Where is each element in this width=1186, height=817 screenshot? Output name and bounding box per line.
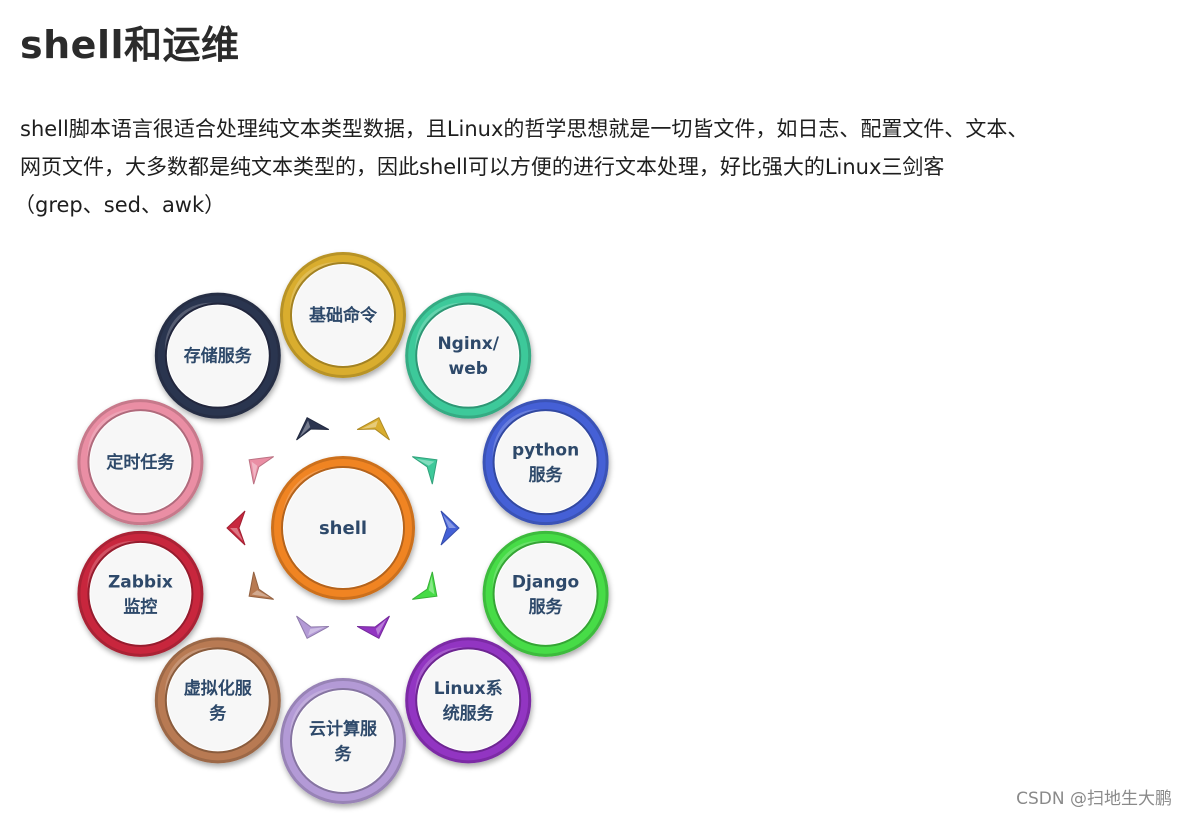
arrow-linux-system [356,615,390,640]
page-title: shell和运维 [20,23,240,67]
node-storage: 存储服务 [154,292,281,419]
node-django-label-1: Django [512,572,579,592]
node-cron: 定时任务 [77,399,204,526]
arrow-nginx-web [412,456,438,485]
node-zabbix-label-2: 监控 [123,596,157,617]
node-linux-system-label-2: 统服务 [443,703,495,724]
node-python: python 服务 [482,399,609,526]
node-virtualization-label-2: 务 [209,703,227,724]
arrow-storage [296,416,330,441]
hub-shell-label-1: shell [319,518,367,539]
paragraph-line-2: 网页文件，大多数都是纯文本类型的，因此shell可以方便的进行文本处理，好比强大… [20,155,945,179]
node-basic-commands: 基础命令 [280,252,406,378]
arrow-zabbix [226,510,246,546]
node-python-label-2: 服务 [529,465,564,486]
node-cloud-label-2: 务 [335,744,353,765]
node-zabbix-label-1: Zabbix [108,572,173,592]
ops-diagram: shell 基础命令 Nginx/web python 服务 Django 服务 Linux系… [77,252,609,804]
node-nginx-web-label-2: web [448,359,487,379]
arrow-cron [248,456,274,485]
arrow-django [412,571,438,600]
node-cron-label-1: 定时任务 [106,452,175,473]
hub-shell: shell [271,456,415,600]
arrow-python [440,510,460,546]
node-nginx-web-label-1: Nginx/ [437,334,499,354]
arrow-basic-commands [356,416,390,441]
node-storage-label-1: 存储服务 [184,346,253,367]
paragraph-line-3: （grep、sed、awk） [14,193,226,217]
node-django: Django 服务 [482,530,609,657]
node-nginx-web: Nginx/web [405,292,532,419]
node-linux-system-label-1: Linux系 [434,679,503,699]
watermark: CSDN @扫地生大鹏 [1016,789,1172,809]
node-basic-commands-label-1: 基础命令 [308,305,378,326]
node-cloud-label-1: 云计算服 [309,719,378,740]
arrow-virtualization [248,571,274,600]
arrow-cloud [296,615,330,640]
node-django-label-2: 服务 [529,596,564,617]
paragraph-line-1: shell脚本语言很适合处理纯文本类型数据，且Linux的哲学思想就是一切皆文件… [20,117,1029,141]
node-python-label-1: python [512,441,579,461]
node-zabbix: Zabbix 监控 [77,530,204,657]
node-virtualization-label-1: 虚拟化服 [184,678,253,699]
intro-paragraph: shell脚本语言很适合处理纯文本类型数据，且Linux的哲学思想就是一切皆文件… [14,110,1170,224]
